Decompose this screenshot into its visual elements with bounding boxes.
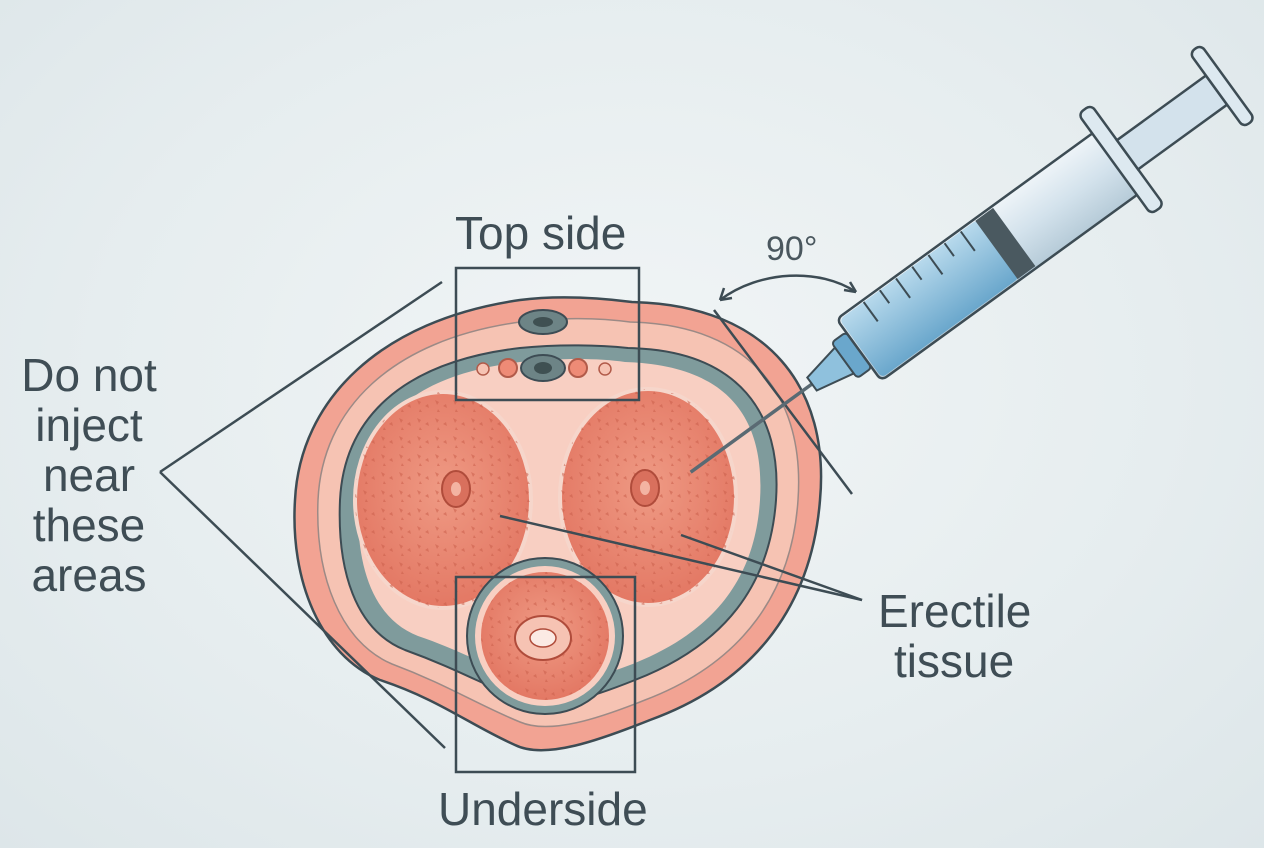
angle-arrowhead-right	[843, 281, 858, 294]
underside-box	[454, 575, 637, 774]
erectile-tissue-label: Erectile tissue	[878, 586, 1031, 686]
skin-tangent-line	[713, 309, 853, 495]
warning-line: areas	[31, 549, 147, 601]
needle	[689, 382, 814, 474]
cross-section	[293, 296, 823, 752]
erectile-pointer-lines	[499, 514, 863, 602]
top-side-box	[454, 266, 641, 402]
erectile-line: tissue	[894, 635, 1015, 687]
underside-label: Underside	[438, 783, 648, 835]
warning-line: near	[42, 449, 136, 501]
plunger-rod	[1115, 73, 1229, 172]
syringe-fluid	[841, 221, 1018, 376]
erectile-line: Erectile	[878, 585, 1032, 637]
dorsal-nerve-right	[598, 362, 612, 376]
dorsal-artery-left	[498, 358, 518, 378]
angle-arc	[719, 274, 857, 302]
plunger-stopper	[975, 207, 1036, 280]
dorsal-nerve-left	[476, 362, 490, 376]
plunger-thumb	[1190, 45, 1254, 127]
angle-label: 90°	[766, 230, 818, 268]
angle-arrowhead-left	[718, 287, 733, 302]
warning-pointer-lines	[159, 280, 446, 749]
top-side-label: Top side	[455, 207, 627, 259]
corpus-spongiosum	[466, 557, 624, 715]
syringe	[689, 45, 1254, 474]
dorsal-artery-right	[568, 358, 588, 378]
corpus-cavernosum-right	[558, 387, 738, 607]
corpus-cavernosum-left	[353, 390, 533, 610]
warning-line: Do not	[21, 349, 157, 401]
warning-line: these	[32, 499, 146, 551]
urethra	[529, 628, 557, 648]
warning-line: inject	[35, 399, 143, 451]
warning-label: Do not inject near these areas	[14, 350, 164, 600]
